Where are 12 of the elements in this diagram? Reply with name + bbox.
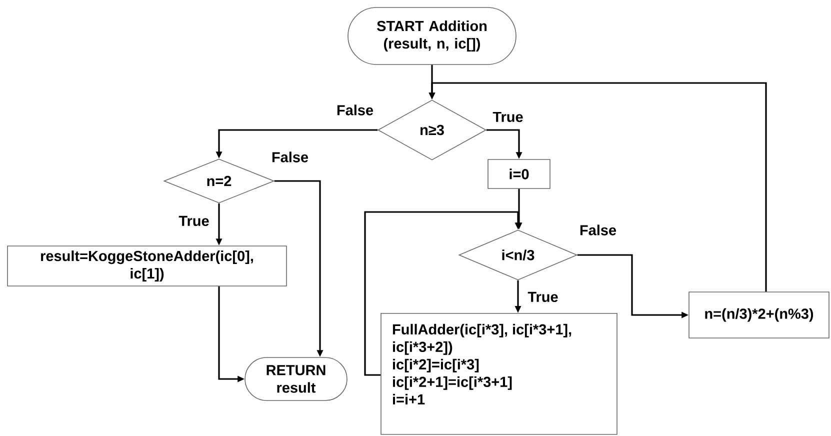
start-terminal: START Addition (result, n, ic[]): [348, 7, 516, 65]
process-box: i=0: [488, 159, 550, 189]
edge-label: True: [178, 214, 210, 228]
edge-label: False: [335, 104, 375, 116]
edge-label: True: [526, 290, 560, 304]
arrow: [364, 211, 522, 376]
process-box: n=(n/3)*2+(n%3): [688, 292, 830, 338]
edge-label: True: [492, 110, 524, 124]
edge-label: False: [578, 224, 618, 236]
process-box: result=KoggeStoneAdder(ic[0], ic[1]): [7, 246, 287, 286]
end-terminal: RETURN result: [244, 357, 348, 401]
process-box: FullAdder(ic[i*3], ic[i*3+1], ic[i*3+2]) ic[i*2]=ic[i*3] ic[i*2+1]=ic[i*3+1] i=i+1: [380, 313, 618, 435]
